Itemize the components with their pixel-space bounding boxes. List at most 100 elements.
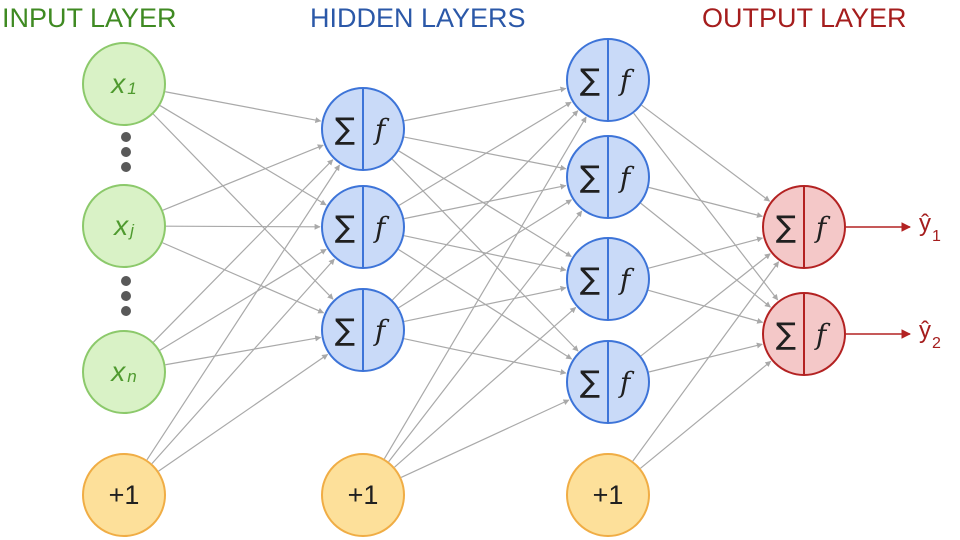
hidden-2-to-output-edge [640,360,772,469]
input-to-hidden-1-edge [162,242,325,314]
output-layer-title: OUTPUT LAYER [702,3,907,33]
bias-label: +1 [592,479,624,510]
hidden-layer-1-node-2: ∑ f [321,185,405,269]
hidden-1-to-hidden-2-edge [403,235,567,272]
output-subscript: 1 [932,227,941,245]
ellipsis-dot [121,147,131,157]
input-symbol: x [114,210,129,241]
activation-symbol: f [619,262,631,296]
hidden-1-to-hidden-2-edge [391,110,579,301]
input-to-hidden-1-edge [146,164,340,461]
ellipsis-dot [121,291,131,301]
activation-half: f [363,89,403,169]
neuron-divider [362,290,364,370]
hidden-2-to-output-edge [640,202,771,308]
input-to-hidden-1-edge [165,335,322,366]
output-node-2: ∑ f [762,292,846,376]
hidden-layer-1-node-3: ∑ f [321,288,405,372]
output-label-1: ŷ1 [919,210,941,247]
hidden-2-to-output-edge [632,261,780,462]
neuron-divider [362,89,364,169]
neuron-divider [607,239,609,319]
input-to-hidden-1-edge [165,91,322,123]
hidden-2-to-output-edge [640,253,771,357]
neuron-divider [607,342,609,422]
neuron-divider [803,294,805,374]
input-to-hidden-1-edge [152,113,334,300]
sum-symbol: ∑ [775,209,797,245]
hidden-1-to-hidden-2-edge [391,158,579,352]
input-layer-title: INPUT LAYER [2,3,177,33]
sum-half: ∑ [764,294,804,374]
activation-half: f [608,137,648,217]
input-subscript: n [127,367,137,386]
input-to-hidden-1-edge [159,248,327,351]
activation-half: f [804,187,844,267]
hidden-layer-1-node-1: ∑ f [321,87,405,171]
hidden-1-to-hidden-2-edge [400,399,570,478]
input-to-hidden-1-edge [153,159,334,343]
activation-half: f [363,290,403,370]
hidden-1-to-hidden-2-edge [403,338,567,375]
input-symbol: x [111,68,126,99]
output-symbol: ŷ [919,210,931,237]
hidden-layer-2-node-1: ∑ f [566,38,650,122]
hidden-layers-title: HIDDEN LAYERS [310,3,526,33]
sum-half: ∑ [568,137,608,217]
hidden-layer-2-node-3: ∑ f [566,237,650,321]
activation-half: f [363,187,403,267]
input-to-hidden-1-edge [158,353,329,472]
sum-half: ∑ [568,342,608,422]
hidden-1-to-hidden-2-edge [398,101,572,206]
output-node-1: ∑ f [762,185,846,269]
hidden-1-to-hidden-2-edge [398,199,573,309]
hidden-1-to-hidden-2-edge [404,86,567,122]
input-subscript: j [130,221,134,240]
hidden-1-to-hidden-2-edge [394,306,577,468]
activation-symbol: f [815,210,827,244]
ellipsis-dot [121,276,131,286]
sum-symbol: ∑ [334,209,356,245]
bias-label: +1 [108,479,140,510]
sum-half: ∑ [323,290,363,370]
input-to-hidden-1-edge [159,105,327,206]
activation-half: f [608,239,648,319]
sum-symbol: ∑ [775,316,797,352]
sum-half: ∑ [323,89,363,169]
activation-symbol: f [815,317,827,351]
hidden-1-to-hidden-2-edge [404,136,567,171]
activation-symbol: f [619,160,631,194]
sum-symbol: ∑ [579,364,601,400]
sum-symbol: ∑ [579,159,601,195]
sum-symbol: ∑ [334,312,356,348]
sum-half: ∑ [568,239,608,319]
ellipsis-dot [121,132,131,142]
output-label-2: ŷ2 [919,317,941,354]
sum-half: ∑ [323,187,363,267]
input-symbol: x [111,356,126,387]
edge-group [146,86,780,478]
output-subscript: 2 [932,334,941,352]
ellipsis-dot [121,306,131,316]
activation-symbol: f [374,313,386,347]
activation-symbol: f [619,63,631,97]
sum-symbol: ∑ [579,261,601,297]
input-to-hidden-1-edge [151,258,335,465]
sum-symbol: ∑ [334,111,356,147]
sum-symbol: ∑ [579,62,601,98]
hidden-2-to-output-edge [633,112,779,301]
hidden-layer-2-node-2: ∑ f [566,135,650,219]
hidden-layer-2-bias-node: +1 [566,453,650,537]
hidden-layer-2-node-4: ∑ f [566,340,650,424]
activation-symbol: f [374,210,386,244]
hidden-1-to-hidden-2-edge [398,150,572,258]
hidden-2-to-output-edge [641,104,771,202]
hidden-1-to-hidden-2-edge [403,285,567,323]
output-symbol: ŷ [919,317,931,344]
